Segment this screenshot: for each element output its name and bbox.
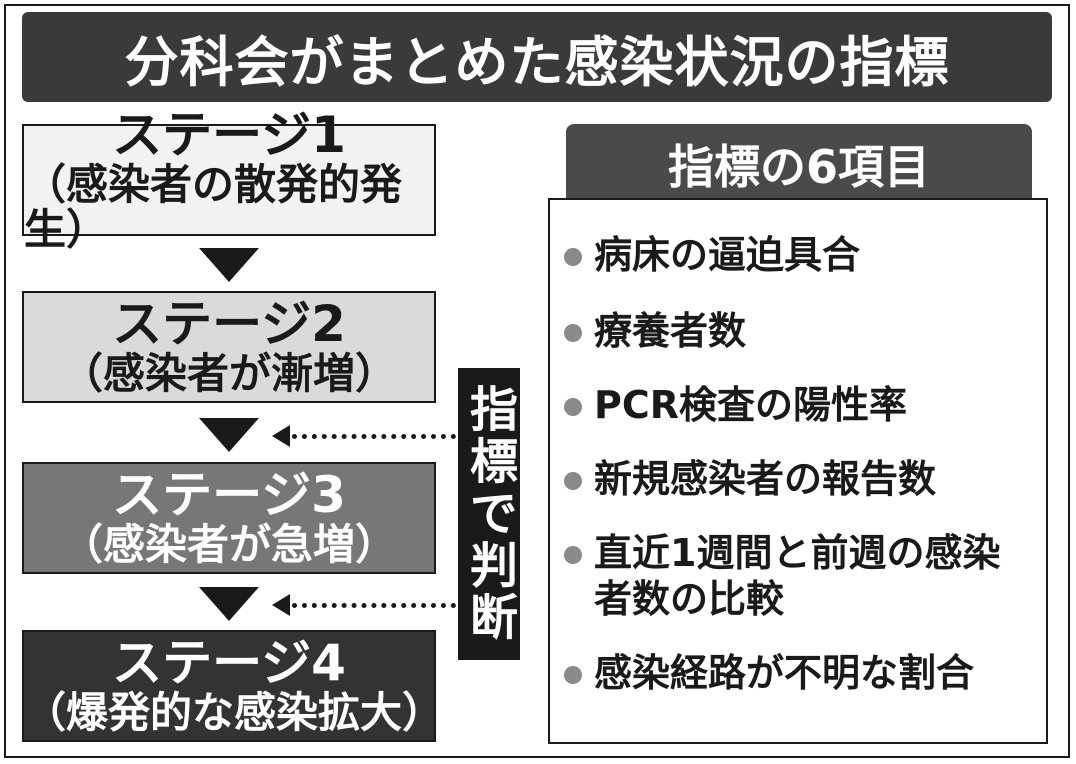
title-text: 分科会がまとめた感染状況の指標 [124,30,950,94]
down-arrow-icon [199,418,259,452]
stage-2-name: ステージ2 [112,295,346,354]
judge-label-box: 指標で判断 [458,368,520,660]
bullet-icon [564,248,582,266]
stage-4-name: ステージ4 [112,634,346,693]
indicator-text: 療養者数 [594,309,747,353]
stage-3-desc: （感染者が急増） [60,520,397,570]
stage-1-desc: （感染者の散発的発生） [24,159,403,254]
stage-4-box: ステージ4 （爆発的な感染拡大） [22,630,445,742]
indicator-text: 病床の逼迫具合 [594,233,861,277]
stage-3-box: ステージ3 （感染者が急増） [22,462,436,574]
diagram-title: 分科会がまとめた感染状況の指標 [22,12,1052,102]
indicator-item: 療養者数 [564,308,1044,354]
indicator-item: 病床の逼迫具合 [564,232,1044,278]
bullet-icon [564,546,582,564]
bullet-icon [564,398,582,416]
indicator-text: 新規感染者の報告数 [594,457,937,501]
dotted-connector [292,603,456,608]
indicator-item: 感染経路が不明な割合 [564,650,1044,696]
bullet-icon [564,666,582,684]
dotted-connector [292,434,456,439]
judge-label: 指標で判断 [461,384,517,644]
bullet-icon [564,324,582,342]
stage-1-box: ステージ1 （感染者の散発的発生） [22,108,436,252]
stage-4-desc: （爆発的な感染拡大） [24,688,445,738]
indicator-text: 感染経路が不明な割合 [594,651,975,695]
indicator-item: PCR検査の陽性率 [564,382,1044,428]
left-arrow-icon [272,425,290,447]
indicator-text: 直近1週間と前週の感染者数の比較 [594,531,1001,622]
stage-2-desc: （感染者が漸増） [60,349,397,399]
indicators-heading-tab: 指標の6項目 [566,124,1032,204]
indicators-panel: 病床の逼迫具合 療養者数 PCR検査の陽性率 新規感染者の報告数 直近1週間と前… [548,198,1048,744]
indicator-item: 新規感染者の報告数 [564,456,1044,502]
stage-3-name: ステージ3 [112,466,346,525]
stage-1-name: ステージ1 [112,105,346,164]
bullet-icon [564,472,582,490]
indicators-heading: 指標の6項目 [667,140,930,194]
indicator-text: PCR検査の陽性率 [594,383,907,427]
stage-2-box: ステージ2 （感染者が漸増） [22,291,436,403]
down-arrow-icon [199,248,259,282]
left-arrow-icon [272,594,290,616]
down-arrow-icon [199,587,259,621]
indicator-item: 直近1週間と前週の感染者数の比較 [564,530,1004,623]
